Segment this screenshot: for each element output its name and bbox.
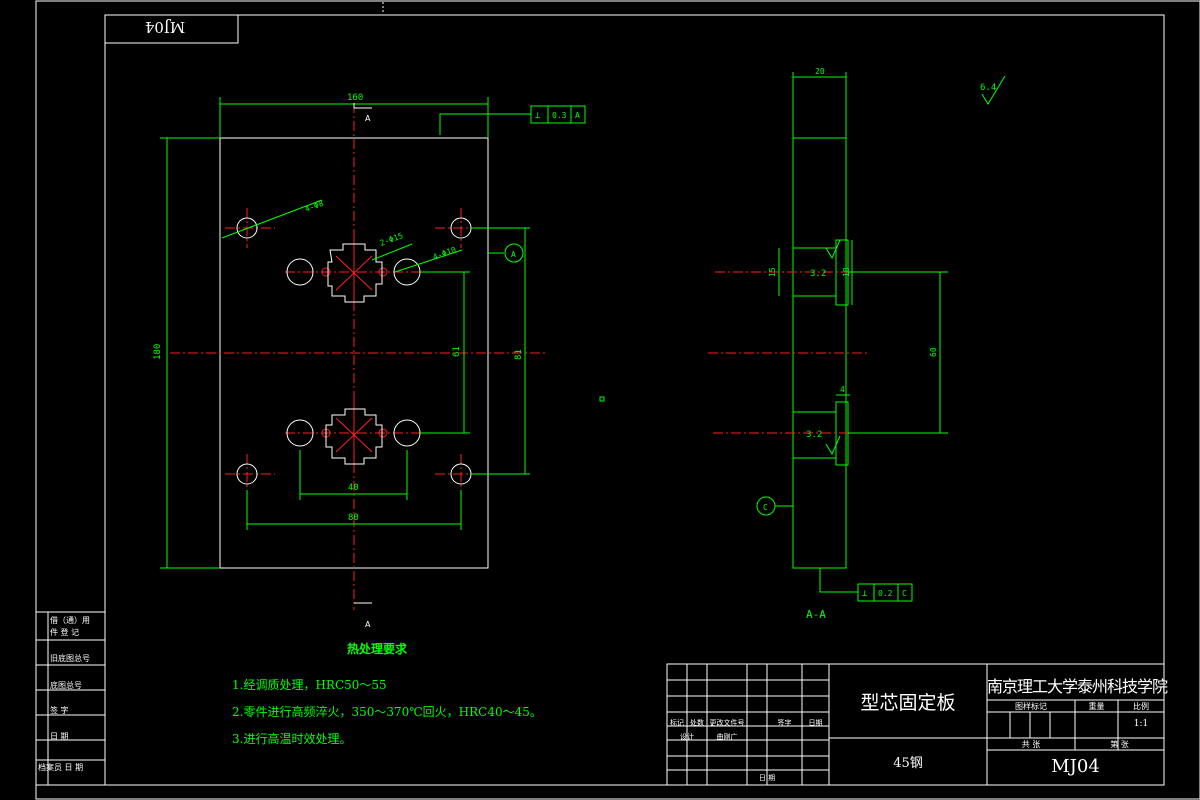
section-a-bottom: A: [365, 620, 371, 629]
rev-header-count: 处数: [690, 719, 704, 727]
tol-top-value: 0.3: [552, 111, 567, 120]
rev-header-mark: 标记: [670, 719, 684, 727]
dim-81-label: 81: [514, 349, 524, 360]
dim-4-label: 4: [840, 385, 845, 394]
tol-bottom-symbol: ⊥: [862, 589, 868, 599]
part-name: 型芯固定板: [860, 692, 956, 714]
roughness-global: 6.4: [980, 83, 996, 93]
dim-height-label: 180: [153, 344, 163, 360]
strip-row-6: 日 期: [50, 732, 69, 741]
code-box: [104, 14, 239, 44]
inner-frame: [104, 14, 1165, 786]
holes-4-label: 4-Φ8: [304, 199, 325, 214]
dim-thickness-label: 20: [815, 67, 825, 76]
dim-15-label: 15: [768, 267, 777, 277]
section-label: A-A: [806, 608, 826, 621]
corner-hole: [236, 217, 258, 239]
drawing-code: MJ04: [1051, 756, 1100, 777]
section-a-top: A: [365, 114, 371, 123]
scale-value: 1:1: [1133, 719, 1149, 729]
section-view: [708, 72, 1006, 602]
core-cavity-lower: [325, 408, 383, 465]
tol-top-datum: A: [575, 111, 580, 120]
heat-note-3: 3.进行高温时效处理。: [232, 732, 352, 746]
left-strip: [35, 611, 106, 786]
scale-header: 比例: [1133, 702, 1149, 711]
outer-border: [35, 0, 1200, 800]
dim-width-label: 160: [347, 93, 363, 103]
designer-name: 曲刚广: [716, 733, 738, 741]
tol-top-symbol: ⊥: [535, 111, 541, 121]
designer-label: 设计: [680, 733, 694, 741]
corner-hole: [236, 463, 258, 485]
roughness-face1: 3.2: [810, 269, 826, 279]
dim-61-label: 61: [452, 346, 462, 357]
strip-row-7: 档案员 日 期: [38, 763, 84, 772]
sheet-total: 共 张: [1021, 740, 1041, 749]
guide-hole: [286, 419, 314, 447]
strip-row-2: 件 登 记: [50, 628, 80, 637]
pin-hole: [378, 428, 388, 438]
weight-header: 重量: [1088, 702, 1105, 711]
holes-4b-label: 4-Φ10: [432, 245, 458, 262]
stage-mark-header: 图样标记: [1015, 702, 1047, 711]
dim-80-label: 80: [348, 513, 359, 523]
tol-bottom-datum: C: [902, 589, 907, 598]
dim-18-label: 18: [842, 267, 851, 277]
dim-40-label: 40: [348, 483, 359, 493]
heat-note-2: 2.零件进行高频淬火，350～370℃回火，HRC40～45。: [232, 705, 542, 719]
strip-row-3: 旧底图总号: [50, 654, 90, 663]
holes-2-label: 2-Φ15: [379, 231, 405, 248]
dim-60-label: 60: [929, 347, 938, 357]
guide-hole: [286, 258, 314, 286]
material: 45钢: [893, 756, 923, 771]
school-name: 南京理工大学泰州科技学院: [987, 677, 1168, 696]
strip-row-5: 签 字: [50, 706, 69, 715]
rev-header-sign: 签字: [777, 719, 792, 727]
datum-a-label: A: [511, 250, 516, 259]
core-cavity-upper: [327, 243, 383, 303]
title-block-lines: [666, 663, 1165, 786]
heat-treatment-title: 热处理要求: [347, 642, 408, 656]
strip-row-1: 借（通）用: [50, 616, 90, 625]
strip-row-4: 底图总号: [50, 681, 82, 690]
pin-hole: [378, 267, 388, 277]
heat-note-1: 1.经调质处理，HRC50～55: [232, 678, 387, 692]
sheet-current: 第 张: [1110, 740, 1129, 749]
date-label: 日 期: [758, 774, 776, 782]
pin-hole: [321, 267, 331, 277]
stray-mark: [599, 396, 605, 402]
datum-c-label: C: [763, 503, 768, 512]
roughness-face2: 3.2: [806, 430, 822, 440]
tol-bottom-value: 0.2: [878, 589, 893, 598]
rev-header-date: 日期: [808, 719, 823, 727]
front-view: [160, 97, 586, 610]
rev-header-doc: 更改文件号: [709, 719, 745, 727]
